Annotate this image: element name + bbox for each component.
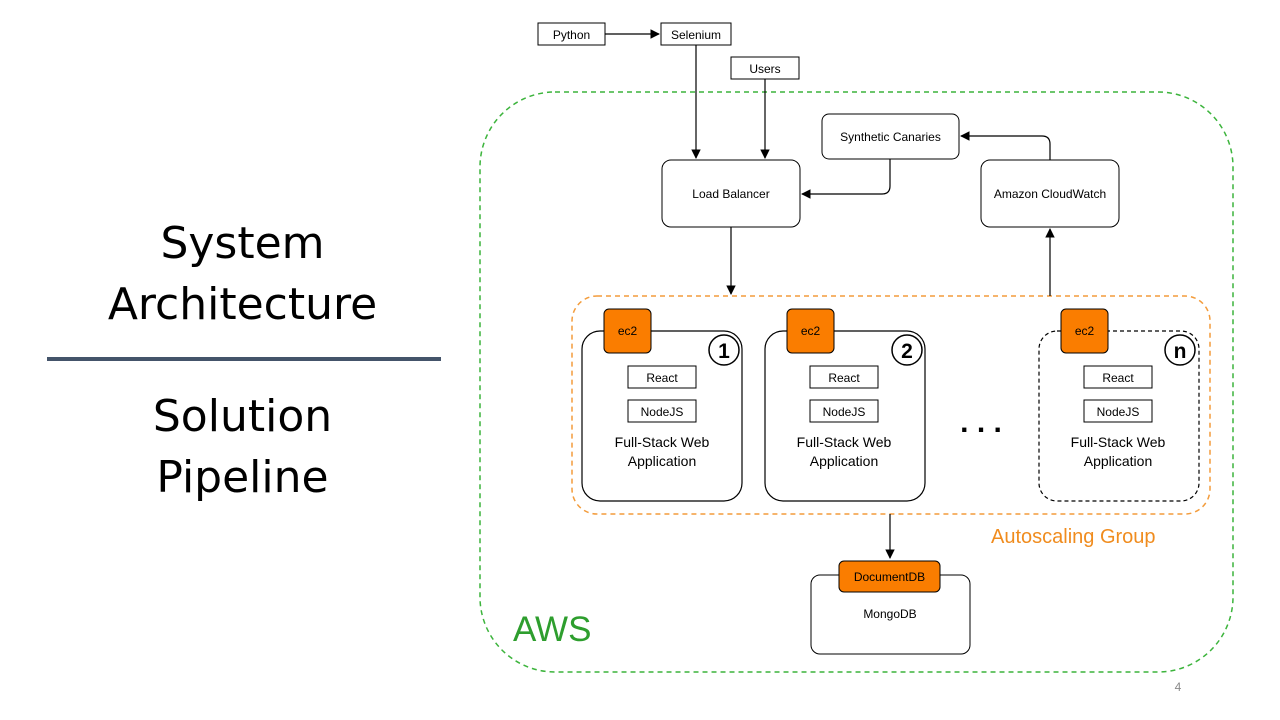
instance-n: ec2 n React NodeJS Full-Stack Web Applic… [1038,308,1200,502]
app-label-line1: Full-Stack Web [1071,434,1166,450]
react-label: React [646,371,678,385]
react-label: React [828,371,860,385]
arrow-canaries-to-load-balancer [801,159,891,199]
ec2-label: ec2 [618,324,638,338]
title-divider [47,357,441,361]
slide-title-solution-pipeline: Solution Pipeline [40,386,445,508]
ec2-badge [786,308,835,354]
nodejs-label: NodeJS [823,405,866,419]
ec2-badge [603,308,652,354]
instance-number-badge [708,334,740,366]
instance-2: ec2 2 React NodeJS Full-Stack Web Applic… [764,308,926,502]
title-line: System [160,218,325,269]
nodejs-box [809,399,879,423]
autoscaling-group-boundary [571,295,1211,515]
mongodb-label: MongoDB [863,607,916,621]
autoscaling-group-label: Autoscaling Group [991,526,1156,548]
aws-boundary [479,91,1234,673]
app-label-line1: Full-Stack Web [797,434,892,450]
load-balancer-label: Load Balancer [692,187,769,201]
synthetic-canaries-label: Synthetic Canaries [840,130,941,144]
nodejs-label: NodeJS [641,405,684,419]
documentdb-label: DocumentDB [854,570,925,584]
nodejs-box [627,399,697,423]
users-label: Users [749,62,780,76]
title-line: Architecture [107,279,378,330]
app-label-line2: Application [810,453,879,469]
instance-number-badge [1164,334,1196,366]
instance-number: 2 [901,340,913,363]
ec2-badge [1060,308,1109,354]
app-label-line2: Application [628,453,697,469]
aws-label: AWS [513,610,591,649]
app-label-line1: Full-Stack Web [615,434,710,450]
instance-1: ec2 1 React NodeJS Full-Stack Web Applic… [581,308,743,502]
cloudwatch-label: Amazon CloudWatch [994,187,1106,201]
ec2-label: ec2 [1075,324,1095,338]
arrow-cloudwatch-to-canaries [960,131,1051,160]
title-line: Pipeline [156,452,329,503]
documentdb-badge [838,560,941,593]
slide-title-system-architecture: System Architecture [40,213,445,335]
react-box [1083,365,1153,389]
title-line: Solution [152,391,333,442]
instance-number: n [1174,340,1187,363]
selenium-label: Selenium [671,28,721,42]
app-label-line2: Application [1084,453,1153,469]
react-label: React [1102,371,1134,385]
ec2-label: ec2 [801,324,821,338]
nodejs-box [1083,399,1153,423]
page-number: 4 [1174,680,1182,694]
react-box [809,365,879,389]
nodejs-label: NodeJS [1097,405,1140,419]
instance-number-badge [891,334,923,366]
react-box [627,365,697,389]
instance-number: 1 [718,340,730,363]
python-label: Python [553,28,590,42]
ellipsis: . . . [960,406,1002,439]
